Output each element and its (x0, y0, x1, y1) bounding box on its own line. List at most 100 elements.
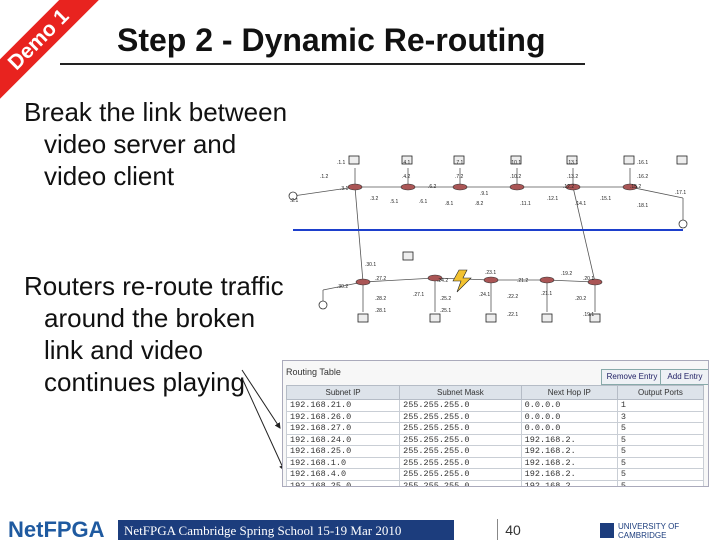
interface-label: .9.1 (480, 191, 489, 197)
interface-label: .11.1 (520, 201, 531, 207)
interface-label: .12.1 (547, 196, 558, 202)
column-header[interactable]: Subnet Mask (399, 385, 522, 400)
routers (347, 183, 638, 286)
table-cell: 192.168.25.0 (285, 479, 401, 486)
table-cell: 192.168.2. (520, 479, 618, 486)
interface-label: .20.2 (575, 296, 586, 302)
table-cell: 192.168.25.0 (285, 445, 401, 458)
interface-label: .15.2 (630, 184, 641, 190)
router-icon (622, 183, 638, 191)
table-cell: 255.255.255.0 (399, 399, 522, 412)
column-header[interactable]: Output Ports (616, 385, 705, 400)
interface-label: .27.1 (413, 292, 424, 298)
computer-icon (566, 155, 578, 165)
computer-icon (541, 313, 553, 323)
interface-label: .19.1 (583, 312, 594, 318)
interface-label: .1.2 (320, 174, 329, 180)
netfpga-logo: NetFPGA (8, 517, 105, 542)
bullet-break-link: Break the link between video server and … (24, 97, 288, 191)
table-cell: 0.0.0.0 (520, 422, 618, 435)
interface-label: .5.1 (390, 199, 399, 205)
computer-icon (348, 155, 360, 165)
interface-label: .22.1 (507, 312, 518, 318)
router-icon (539, 276, 555, 284)
interface-label: .19.2 (561, 271, 572, 277)
interface-label: .25.1 (440, 308, 451, 314)
routing-table-panel: Routing Table Remove Entry Add Entry Sub… (282, 360, 709, 487)
table-cell: 0.0.0.0 (520, 399, 618, 412)
server-endpoint-icon (288, 191, 298, 201)
demo-ribbon: Demo 1 (0, 0, 102, 103)
router-icon (565, 183, 581, 191)
table-cell: 192.168.27.0 (285, 422, 401, 435)
router-icon (483, 276, 499, 284)
computer-icon (402, 251, 414, 261)
computer-icon (401, 155, 413, 165)
interface-label: .4.1 (402, 160, 411, 166)
interface-label: .13.2 (567, 174, 578, 180)
table-cell: 5 (616, 479, 705, 486)
table-cell: 192.168.2. (520, 456, 618, 469)
interface-label: .12.2 (563, 184, 574, 190)
interface-label: .6.1 (419, 199, 428, 205)
university-logo: UNIVERSITY OF CAMBRIDGE (600, 521, 720, 540)
hosts (348, 155, 688, 323)
router-icon (347, 183, 363, 191)
table-cell: 5 (616, 468, 705, 481)
interface-label: .27.2 (375, 276, 386, 282)
table-cell: 255.255.255.0 (399, 422, 522, 435)
table-cell: 3 (616, 410, 705, 423)
table-cell: 255.255.255.0 (399, 410, 522, 423)
remove-entry-button[interactable]: Remove Entry (601, 369, 663, 385)
table-cell: 192.168.2. (520, 445, 618, 458)
interface-label: .6.2 (428, 184, 437, 190)
table-cell: 192.168.1.0 (285, 456, 401, 469)
table-cell: 192.168.21.0 (285, 399, 401, 412)
table-cell: 5 (616, 422, 705, 435)
title-underline (60, 63, 585, 65)
computer-icon (429, 313, 441, 323)
interface-label: .14.1 (575, 201, 586, 207)
interface-label: .13.1 (567, 160, 578, 166)
interface-label: .10.1 (510, 160, 521, 166)
client-endpoint-icon (678, 219, 688, 229)
interface-label: .24.2 (437, 278, 448, 284)
table-cell: 192.168.24.0 (285, 433, 401, 446)
routing-table-title: Routing Table (286, 367, 341, 377)
page-number: 40 (497, 519, 528, 540)
table-cell: 1 (616, 399, 705, 412)
interface-label: .18.1 (637, 203, 648, 209)
table-cell: 192.168.26.0 (285, 410, 401, 423)
table-cell: 5 (616, 456, 705, 469)
table-header-row: Subnet IP Subnet Mask Next Hop IP Output… (285, 385, 705, 400)
interface-label: .24.1 (479, 292, 490, 298)
table-cell: 255.255.255.0 (399, 468, 522, 481)
interface-label: .28.2 (375, 296, 386, 302)
interface-label: .4.2 (402, 174, 411, 180)
computer-icon (485, 313, 497, 323)
router-icon (427, 274, 443, 282)
bullet-reroute: Routers re-route traffic around the brok… (24, 271, 284, 397)
interface-label: .30.1 (365, 262, 376, 268)
interface-label: .17.1 (675, 190, 686, 196)
computer-icon (623, 155, 635, 165)
computer-icon (676, 155, 688, 165)
table-cell: 255.255.255.0 (399, 433, 522, 446)
endpoint-icon (318, 300, 328, 310)
computer-icon (589, 313, 601, 323)
add-entry-button[interactable]: Add Entry (660, 369, 708, 385)
router-icon (452, 183, 468, 191)
column-header[interactable]: Subnet IP (285, 385, 401, 400)
interface-label: .7.1 (455, 160, 464, 166)
computer-icon (453, 155, 465, 165)
interface-label: .23.1 (485, 270, 496, 276)
column-header[interactable]: Next Hop IP (520, 385, 618, 400)
